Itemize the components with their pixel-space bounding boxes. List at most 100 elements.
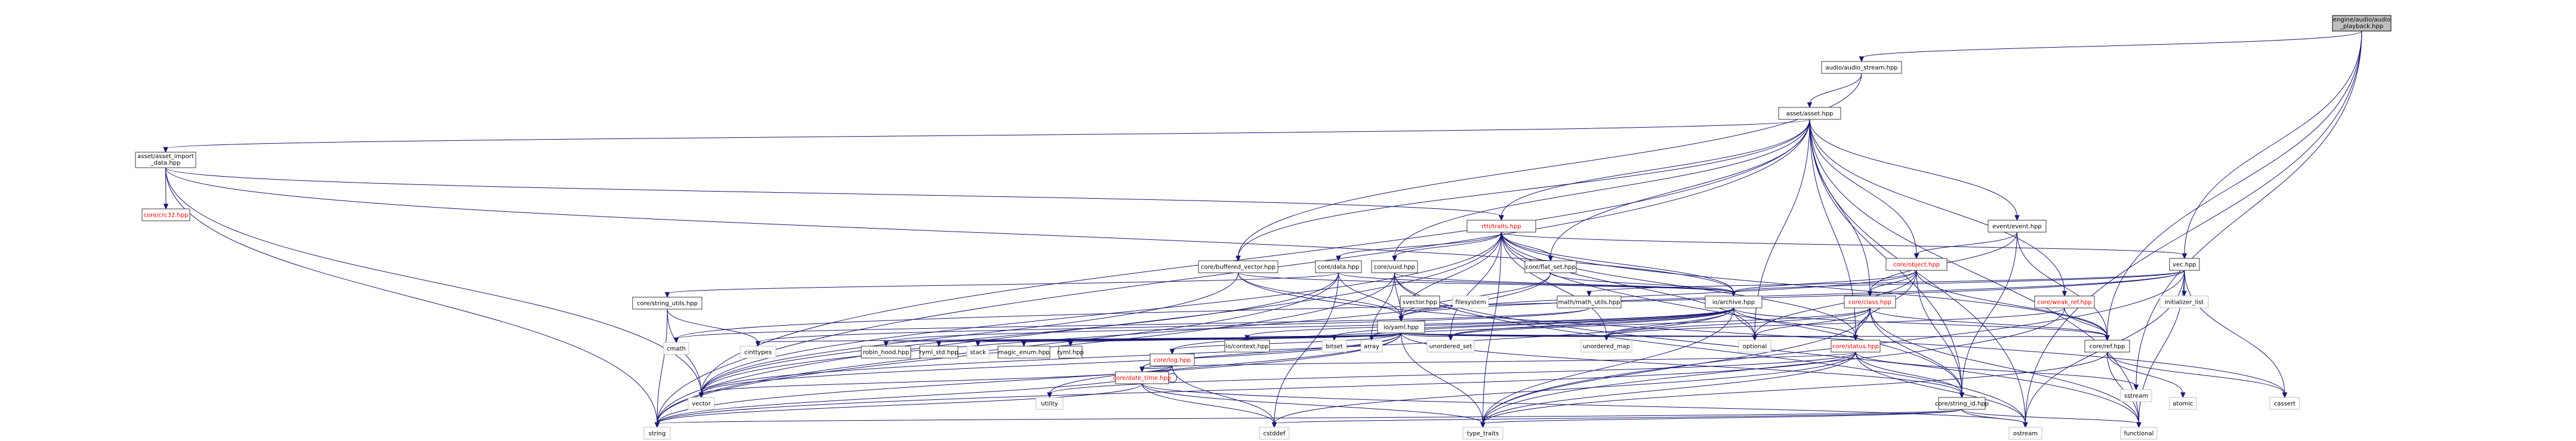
dependency-edge [1401, 270, 2185, 318]
dependency-edge [1916, 270, 2107, 337]
dependency-edge [1961, 409, 2139, 424]
edge-arrowhead [1853, 335, 1859, 341]
graph-node-asset-import[interactable]: asset/asset_import_data.hpp [135, 152, 196, 168]
graph-node-core-data[interactable]: core/data.hpp [1315, 260, 1362, 273]
graph-node-audio-stream[interactable]: audio/audio_stream.hpp [1821, 61, 1902, 74]
node-label: atomic [2173, 401, 2193, 408]
dependency-edge [1238, 272, 2285, 394]
dependency-edge [657, 365, 1173, 424]
graph-node-vec[interactable]: vec.hpp [2169, 258, 2200, 271]
dependency-edge [1168, 373, 1177, 383]
graph-node-robin-hood[interactable]: robin_hood.hpp [861, 346, 911, 359]
graph-node-ryml-std[interactable]: ryml_std.hpp [919, 346, 959, 359]
node-label: svector.hpp [1403, 300, 1437, 306]
dependency-edge [667, 272, 1339, 294]
dependency-edge [1855, 351, 1962, 394]
node-label: unordered_set [1429, 344, 1472, 350]
graph-node-flat-set[interactable]: core/flat_set.hpp [1524, 260, 1577, 273]
graph-node-atomic: atomic [2169, 397, 2197, 410]
dependency-edge [657, 351, 1856, 424]
dependency-edge [1274, 351, 1856, 424]
graph-node-weak-ref[interactable]: core/weak_ref.hpp [2034, 295, 2095, 309]
node-label: core/class.hpp [1848, 300, 1891, 306]
node-box [1462, 427, 1503, 440]
dependency-edge [701, 232, 1502, 394]
node-box [1360, 340, 1383, 353]
node-box [1315, 260, 1362, 273]
node-box [2120, 427, 2158, 440]
dependency-edge [1733, 307, 1755, 337]
node-box [1988, 220, 2047, 233]
dependency-edge [657, 383, 1142, 424]
graph-node-string-utils[interactable]: core/string_utils.hpp [632, 297, 702, 310]
edge-arrowhead [1731, 291, 1736, 297]
dependency-edge [1338, 272, 1734, 293]
graph-node-crc32[interactable]: core/crc32.hpp [141, 208, 190, 221]
edge-arrowhead [1586, 291, 1592, 297]
node-label: ostream [2013, 431, 2038, 437]
graph-node-core-ref[interactable]: core/ref.hpp [2084, 340, 2130, 353]
dependency-edge [1754, 307, 1871, 337]
graph-node-initializer-list: initializer_list [2159, 295, 2209, 309]
edge-arrowhead [1336, 255, 1341, 262]
graph-node-math-utils[interactable]: math/math_utils.hpp [1557, 295, 1622, 309]
graph-node-date-time[interactable]: core/date_time.hpp [1113, 371, 1171, 384]
node-box [1831, 340, 1881, 353]
node-label: ryml.hpp [1057, 350, 1084, 356]
dependency-edge [1247, 307, 1734, 337]
dependency-edge [1733, 270, 1917, 293]
node-box [1198, 260, 1278, 273]
graph-node-magic-enum[interactable]: magic_enum.hpp [997, 346, 1050, 359]
dependency-edge [1483, 351, 1856, 424]
node-box [1371, 260, 1418, 273]
graph-node-uuid[interactable]: core/uuid.hpp [1371, 260, 1418, 273]
dependency-edge [1809, 119, 1962, 394]
node-box [919, 346, 959, 359]
node-label: core/data.hpp [1318, 264, 1360, 271]
dependency-edge [886, 307, 1734, 343]
dependency-edge [2184, 30, 2362, 255]
graph-node-traits[interactable]: rtti/traits.hpp [1466, 220, 1536, 233]
dependency-edge [701, 272, 1339, 394]
graph-node-asset[interactable]: asset/asset.hpp [1778, 107, 1841, 120]
dependency-edge [1733, 307, 1856, 337]
graph-node-event[interactable]: event/event.hpp [1988, 220, 2047, 233]
node-label: array [1364, 344, 1379, 350]
edge-arrowhead [1169, 349, 1175, 355]
dependency-edge [165, 167, 658, 424]
edge-arrowhead [1499, 215, 1504, 221]
node-label: asset/asset_import [137, 153, 194, 160]
dependency-edge [1338, 232, 1502, 258]
node-label: cstddef [1264, 431, 1286, 437]
graph-node-svector[interactable]: svector.hpp [1400, 295, 1440, 309]
dependency-edge [1401, 332, 1755, 337]
dependency-edge [676, 307, 1589, 340]
graph-node-core-status[interactable]: core/status.hpp [1831, 340, 1881, 353]
node-label: unordered_map [1583, 344, 1630, 350]
graph-node-string-id[interactable]: core/string_id.hpp [1935, 397, 1989, 410]
node-box [1844, 295, 1896, 309]
node-box [1321, 340, 1347, 353]
graph-node-core-log[interactable]: core/log.hpp [1150, 353, 1195, 366]
graph-node-buffered-vector[interactable]: core/buffered_vector.hpp [1198, 260, 1278, 273]
dependency-edge [2107, 351, 2139, 424]
graph-node-type-traits: type_traits [1462, 427, 1503, 440]
node-box [2269, 397, 2300, 410]
graph-node-vector: vector [688, 397, 715, 410]
node-label: audio/audio_stream.hpp [1825, 65, 1897, 72]
dependency-edge [1733, 307, 2107, 337]
dependency-edge [1754, 119, 1810, 337]
graph-node-io-yaml[interactable]: io/yaml.hpp [1377, 320, 1425, 334]
edge-arrowhead [1392, 255, 1397, 262]
graph-node-object[interactable]: core/object.hpp [1885, 258, 1948, 271]
dependency-edge [1501, 119, 1810, 217]
dependency-edge [657, 409, 1962, 424]
graph-node-io-context[interactable]: io/context.hpp [1224, 340, 1270, 353]
node-label: core/flat_set.hpp [1526, 264, 1576, 271]
node-label: stack [970, 350, 986, 356]
graph-node-core-class[interactable]: core/class.hpp [1844, 295, 1896, 309]
graph-node-ryml[interactable]: ryml.hpp [1057, 346, 1084, 359]
dependency-edge [1861, 30, 2362, 58]
graph-node-io-archive[interactable]: io/archive.hpp [1705, 295, 1762, 309]
edge-arrowhead [2133, 384, 2139, 391]
